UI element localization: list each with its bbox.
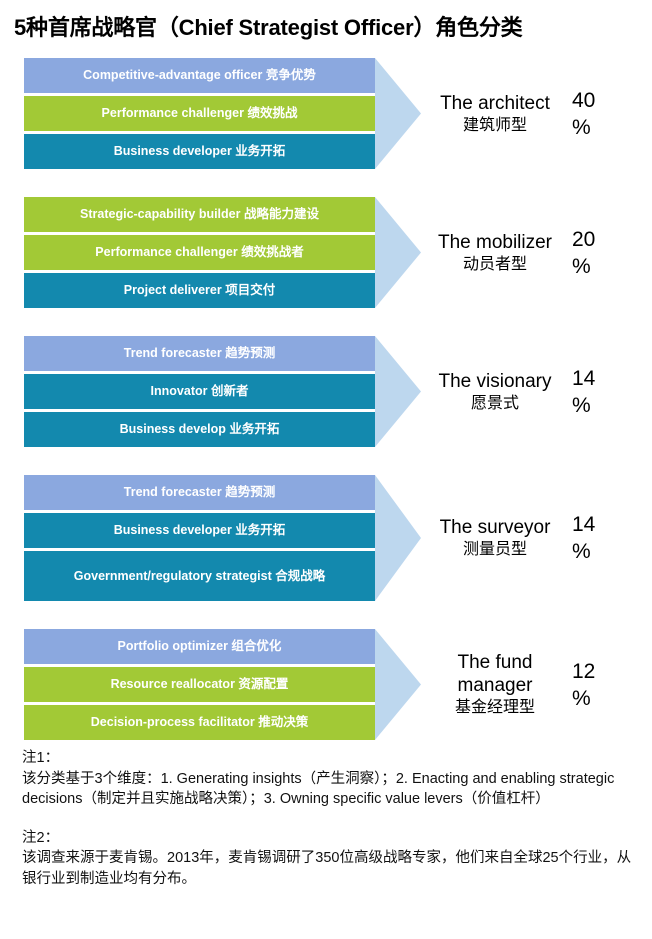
- role-bar-label: Competitive-advantage officer 竞争优势: [83, 68, 316, 82]
- role-percentage-value: 14: [572, 513, 596, 536]
- role-bar-label: Performance challenger 绩效挑战: [101, 106, 298, 120]
- role-bar-label: Government/regulatory strategist 合规战略: [73, 568, 326, 583]
- arrow-right-icon: [375, 336, 421, 447]
- role-bar: Portfolio optimizer 组合优化: [24, 629, 375, 664]
- role-bar: Innovator 创新者: [24, 374, 375, 409]
- role-bar: Strategic-capability builder 战略能力建设: [24, 197, 375, 232]
- role-label-en: The mobilizer: [437, 232, 553, 253]
- role-group: Trend forecaster 趋势预测 Innovator 创新者 Busine…: [0, 336, 652, 447]
- footnote-label: 注2：: [22, 829, 60, 846]
- role-bar: Resource reallocator 资源配置: [24, 667, 375, 702]
- role-bar-stack: Trend forecaster 趋势预测 Business developer …: [24, 475, 375, 601]
- role-bar-stack: Trend forecaster 趋势预测 Innovator 创新者 Busine…: [24, 336, 375, 447]
- role-percentage-value: 12: [572, 660, 596, 683]
- footnote-body: 该分类基于3个维度：1. Generating insights（产生洞察）；2…: [22, 770, 615, 808]
- role-bar-label: Trend forecaster 趋势预测: [123, 485, 276, 499]
- role-bar: Performance challenger 绩效挑战: [24, 96, 375, 131]
- page-title: 5种首席战略官（Chief Strategist Officer）角色分类: [14, 15, 523, 40]
- role-percentage-value: 14: [572, 367, 596, 390]
- role-label: The mobilizer 动员者型: [421, 231, 569, 275]
- role-label-en: The architect: [440, 93, 550, 114]
- role-bar: Performance challenger 绩效挑战者: [24, 235, 375, 270]
- role-percentage-sign: %: [572, 687, 591, 710]
- role-bar: Business developer 业务开拓: [24, 134, 375, 169]
- role-percentage: 12%: [572, 658, 628, 712]
- role-label: The visionary 愿景式: [421, 370, 569, 414]
- role-label: The surveyor 测量员型: [421, 516, 569, 560]
- role-bar-label: Decision-process facilitator 推动决策: [90, 715, 309, 729]
- role-label-cn: 动员者型: [462, 256, 527, 273]
- role-bar-stack: Strategic-capability builder 战略能力建设 Perfo…: [24, 197, 375, 308]
- role-percentage-sign: %: [572, 116, 591, 139]
- role-bar-label: Business develop 业务开拓: [119, 422, 280, 436]
- role-bar: Trend forecaster 趋势预测: [24, 336, 375, 371]
- role-label-en: The visionary: [438, 371, 552, 392]
- footnote: 注2： 该调查来源于麦肯锡。2013年，麦肯锡调研了350位高级战略专家，他们来自…: [22, 828, 638, 890]
- arrow-right-icon: [375, 197, 421, 308]
- role-group: Portfolio optimizer 组合优化 Resource realloc…: [0, 629, 652, 740]
- arrow-right-icon: [375, 629, 421, 740]
- role-classification-chart: Competitive-advantage officer 竞争优势 Perfor…: [0, 58, 652, 768]
- role-label-cn: 愿景式: [470, 395, 519, 412]
- role-bar-label: Innovator 创新者: [150, 384, 249, 398]
- role-percentage: 40%: [572, 87, 628, 141]
- role-percentage: 14%: [572, 511, 628, 565]
- role-bar-label: Performance challenger 绩效挑战者: [95, 245, 304, 259]
- role-bar-label: Strategic-capability builder 战略能力建设: [80, 207, 319, 221]
- role-bar-label: Trend forecaster 趋势预测: [123, 346, 276, 360]
- footnote-label: 注1：: [22, 750, 60, 766]
- role-label-en: The fund manager: [457, 652, 533, 696]
- role-bar-stack: Competitive-advantage officer 竞争优势 Perfor…: [24, 58, 375, 169]
- role-percentage: 20%: [572, 226, 628, 280]
- role-label-cn: 基金经理型: [454, 699, 535, 716]
- role-bar-label: Project deliverer 项目交付: [123, 283, 276, 297]
- role-percentage-sign: %: [572, 255, 591, 278]
- role-group: Trend forecaster 趋势预测 Business developer …: [0, 475, 652, 601]
- role-bar: Competitive-advantage officer 竞争优势: [24, 58, 375, 93]
- role-percentage-value: 40: [572, 89, 596, 112]
- role-bar-stack: Portfolio optimizer 组合优化 Resource realloc…: [24, 629, 375, 740]
- role-bar: Trend forecaster 趋势预测: [24, 475, 375, 510]
- role-label-en: The surveyor: [439, 517, 551, 538]
- role-percentage-sign: %: [572, 394, 591, 417]
- footnotes: 注1： 该分类基于3个维度：1. Generating insights（产生洞察…: [22, 748, 638, 907]
- role-percentage-value: 20: [572, 228, 596, 251]
- footnote-body: 该调查来源于麦肯锡。2013年，麦肯锡调研了350位高级战略专家，他们来自全球2…: [22, 850, 632, 887]
- footnote: 注1： 该分类基于3个维度：1. Generating insights（产生洞察…: [22, 748, 638, 810]
- role-bar: Business developer 业务开拓: [24, 513, 375, 548]
- role-bar: Business develop 业务开拓: [24, 412, 375, 447]
- role-label: The architect 建筑师型: [421, 92, 569, 136]
- role-percentage: 14%: [572, 365, 628, 419]
- role-label-cn: 测量员型: [462, 541, 527, 558]
- role-label: The fund manager 基金经理型: [421, 651, 569, 718]
- role-bar-label: Business developer 业务开拓: [113, 144, 286, 158]
- role-group: Strategic-capability builder 战略能力建设 Perfo…: [0, 197, 652, 308]
- role-bar: Decision-process facilitator 推动决策: [24, 705, 375, 740]
- role-bar-label: Resource reallocator 资源配置: [110, 677, 289, 691]
- role-bar: Project deliverer 项目交付: [24, 273, 375, 308]
- role-group: Competitive-advantage officer 竞争优势 Perfor…: [0, 58, 652, 169]
- role-bar-label: Portfolio optimizer 组合优化: [117, 639, 282, 653]
- role-percentage-sign: %: [572, 540, 591, 563]
- role-label-cn: 建筑师型: [462, 117, 527, 134]
- arrow-right-icon: [375, 475, 421, 601]
- role-bar: Government/regulatory strategist 合规战略: [24, 551, 375, 601]
- arrow-right-icon: [375, 58, 421, 169]
- role-bar-label: Business developer 业务开拓: [113, 523, 286, 537]
